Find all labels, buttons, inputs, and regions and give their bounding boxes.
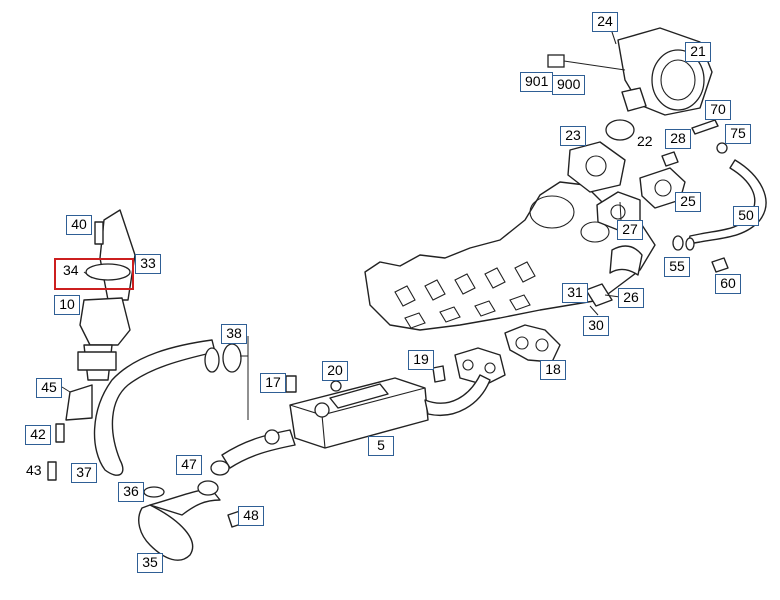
egr-pipe-37 <box>65 339 242 476</box>
callout-10[interactable]: 10 <box>54 295 80 315</box>
callout-901[interactable]: 901 <box>520 72 554 92</box>
callout-31[interactable]: 31 <box>562 283 588 303</box>
callout-37[interactable]: 37 <box>71 463 97 483</box>
label-22: 22 <box>637 133 653 149</box>
egr-cooler <box>221 374 491 469</box>
highlight-frame-part-34 <box>54 258 134 290</box>
callout-20[interactable]: 20 <box>322 361 348 381</box>
callout-70[interactable]: 70 <box>705 100 731 120</box>
callout-35[interactable]: 35 <box>137 553 163 573</box>
callout-18[interactable]: 18 <box>540 360 566 380</box>
callout-60[interactable]: 60 <box>715 274 741 294</box>
fasteners <box>47 151 679 481</box>
callout-5[interactable]: 5 <box>368 436 394 456</box>
callout-38[interactable]: 38 <box>221 324 247 344</box>
callout-21[interactable]: 21 <box>685 42 711 62</box>
label-34[interactable]: 34 <box>63 262 79 278</box>
callout-900[interactable]: 900 <box>552 75 586 95</box>
egr-valve <box>77 209 136 381</box>
callout-42[interactable]: 42 <box>25 425 51 445</box>
callout-23[interactable]: 23 <box>560 126 586 146</box>
callout-33[interactable]: 33 <box>135 254 161 274</box>
callout-45[interactable]: 45 <box>36 378 62 398</box>
egr-pipe-35 <box>138 460 245 561</box>
callout-40[interactable]: 40 <box>66 215 92 235</box>
callout-75[interactable]: 75 <box>725 124 751 144</box>
callout-36[interactable]: 36 <box>118 482 144 502</box>
callout-26[interactable]: 26 <box>618 288 644 308</box>
callout-27[interactable]: 27 <box>617 220 643 240</box>
callout-47[interactable]: 47 <box>176 455 202 475</box>
callout-24[interactable]: 24 <box>592 12 618 32</box>
callout-28[interactable]: 28 <box>665 129 691 149</box>
callout-48[interactable]: 48 <box>238 506 264 526</box>
callout-17[interactable]: 17 <box>260 373 286 393</box>
callout-50[interactable]: 50 <box>733 206 759 226</box>
callout-55[interactable]: 55 <box>664 257 690 277</box>
callout-19[interactable]: 19 <box>408 350 434 370</box>
label-43: 43 <box>26 462 42 478</box>
throttle-valve <box>547 21 713 116</box>
callout-25[interactable]: 25 <box>675 192 701 212</box>
callout-30[interactable]: 30 <box>583 316 609 336</box>
